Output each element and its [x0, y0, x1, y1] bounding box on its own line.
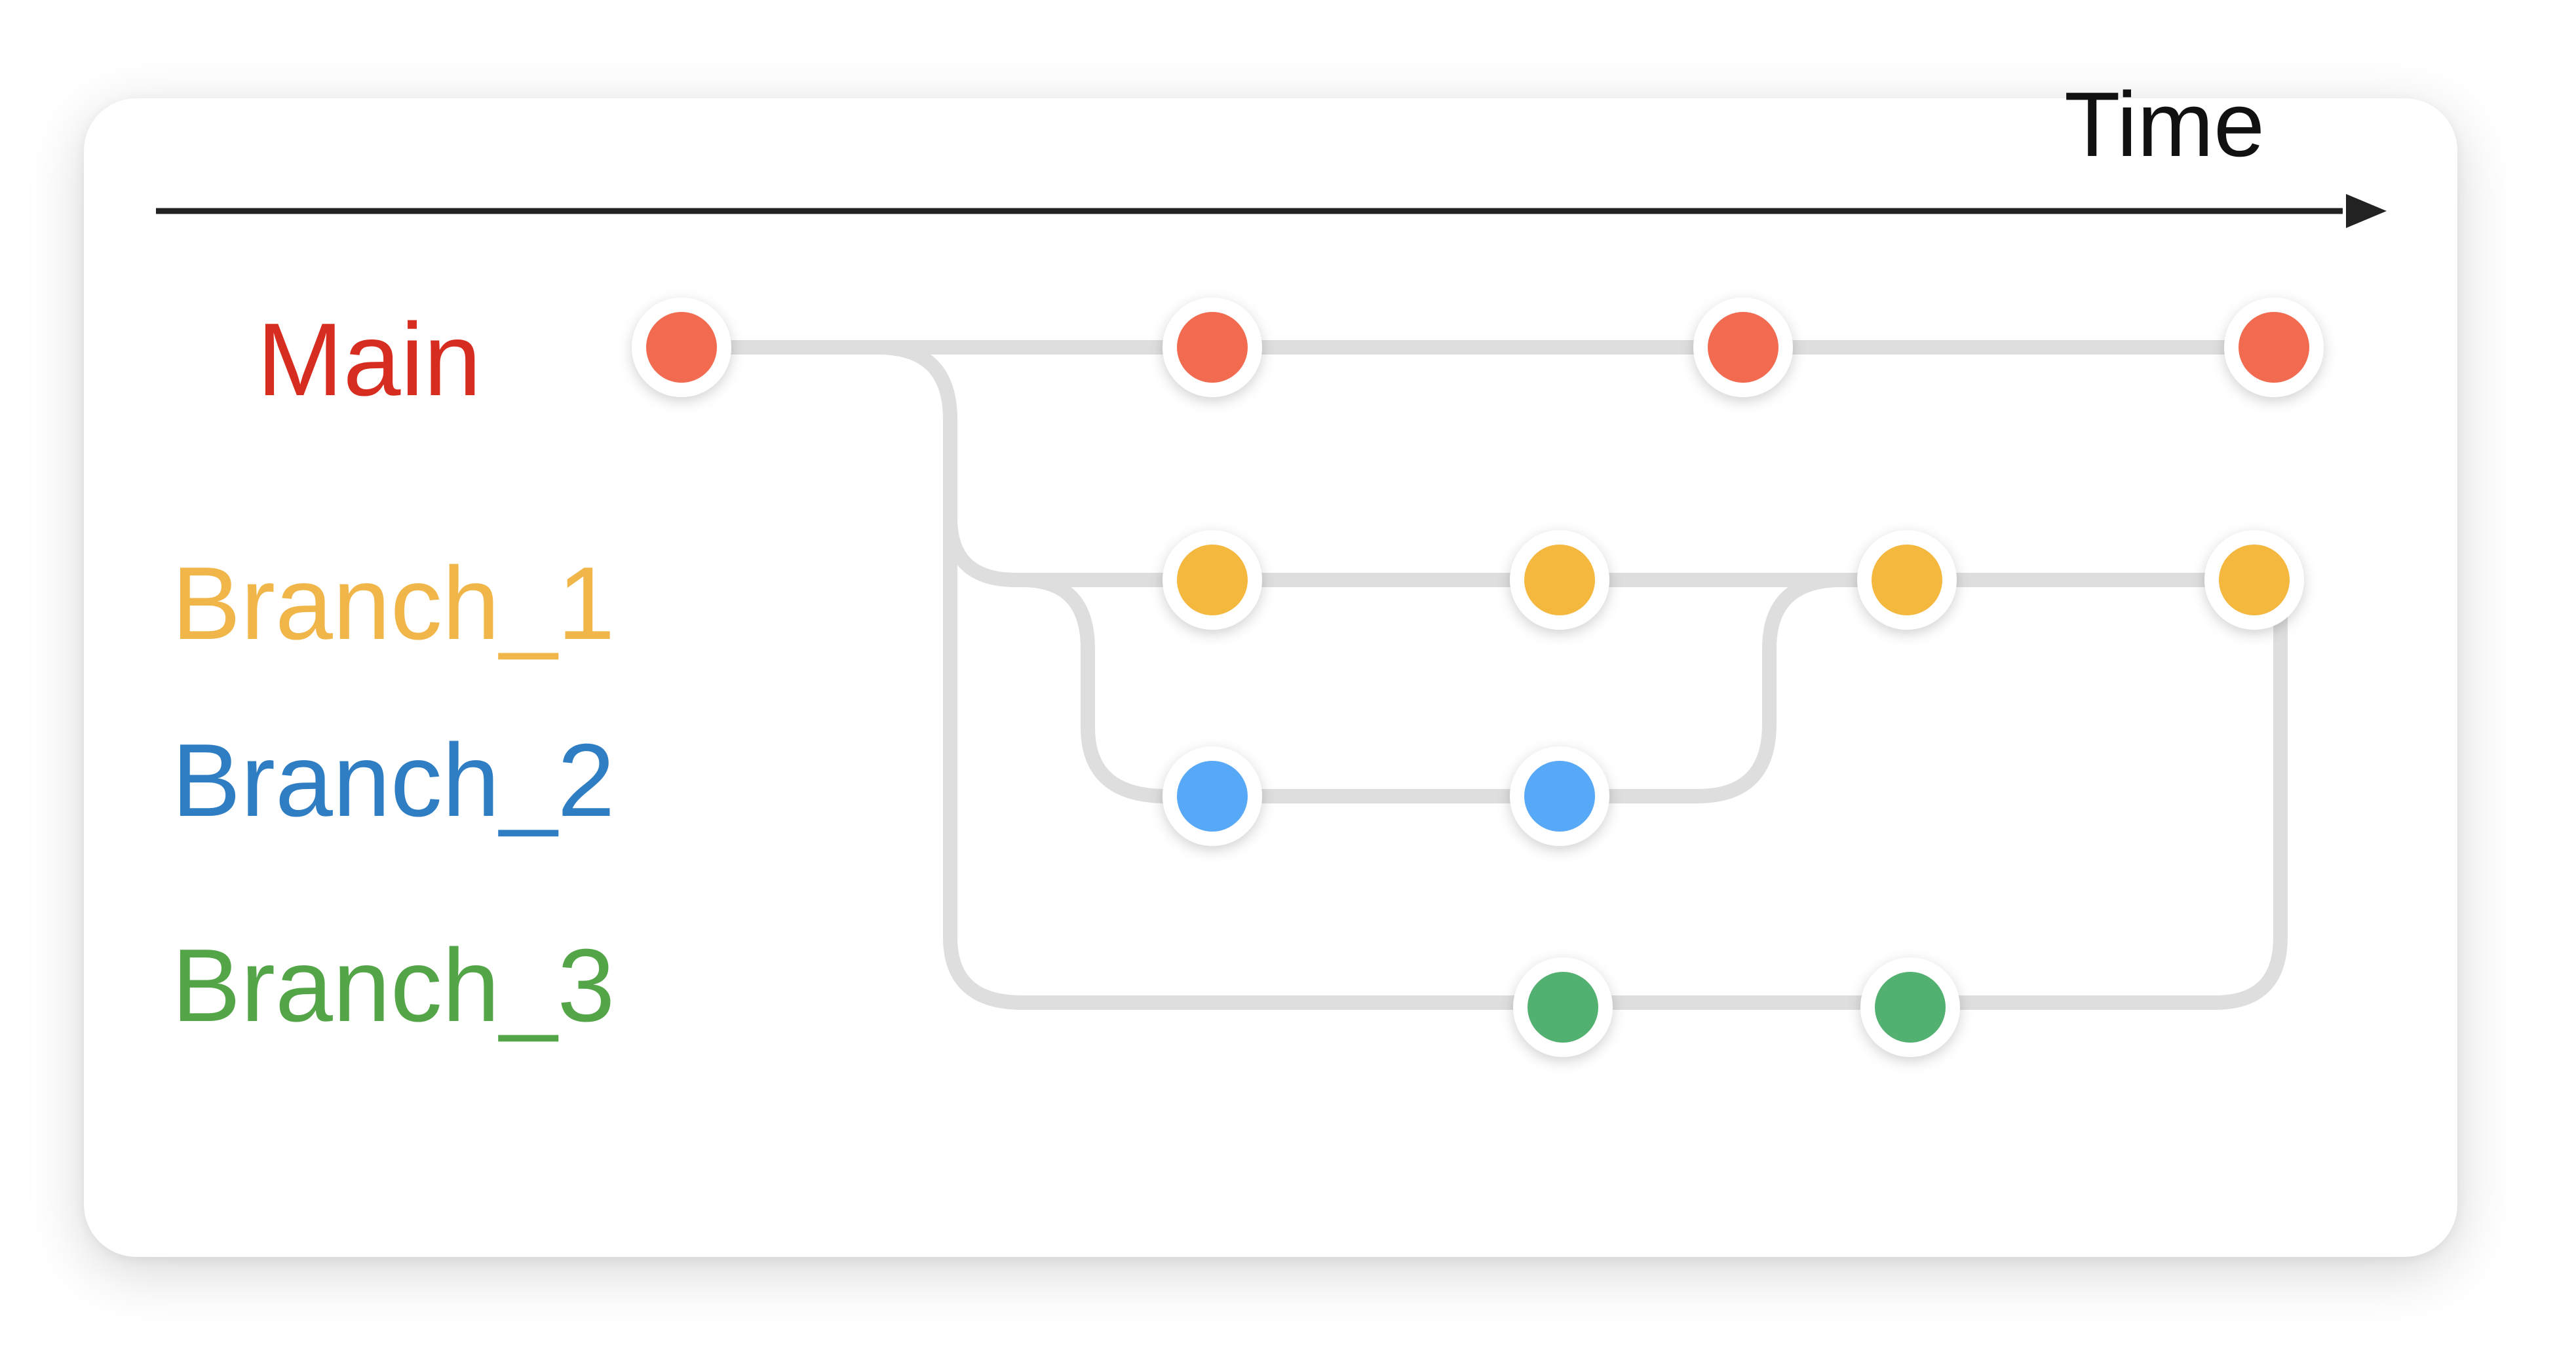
- track-branch-2: [1015, 573, 1849, 803]
- commit-node-branch-3-1: [1513, 957, 1613, 1057]
- commit-node-main-3: [1693, 298, 1793, 397]
- commit-node-branch-1-1: [1163, 530, 1262, 630]
- branch-tracks: [674, 340, 2288, 1010]
- commit-node-dot: [1872, 545, 1942, 615]
- time-axis-label: Time: [2064, 73, 2265, 176]
- commit-node-dot: [2239, 312, 2309, 383]
- commit-node-dot: [1875, 972, 1946, 1043]
- commit-node-dot: [1177, 545, 1248, 615]
- branch-label-branch-1: Branch_1: [172, 546, 615, 661]
- branch-label-branch-3: Branch_3: [172, 928, 615, 1043]
- diagram-card: [84, 98, 2457, 1257]
- track-branch-trunk: [871, 340, 2288, 1010]
- commit-node-branch-1-2: [1510, 530, 1609, 630]
- commit-node-dot: [646, 312, 717, 383]
- commit-node-dot: [2219, 545, 2290, 615]
- commit-node-branch-2-1: [1163, 746, 1262, 846]
- commit-node-dot: [1708, 312, 1778, 383]
- commit-node-main-2: [1163, 298, 1262, 397]
- commit-nodes: [632, 298, 2324, 1057]
- commit-node-main-4: [2224, 298, 2324, 397]
- commit-node-dot: [1177, 312, 1248, 383]
- track-branch-1: [943, 510, 2275, 587]
- time-axis-arrowhead: [2346, 194, 2387, 228]
- commit-node-dot: [1524, 545, 1595, 615]
- commit-node-branch-3-2: [1860, 957, 1960, 1057]
- commit-node-dot: [1177, 761, 1248, 832]
- commit-node-branch-1-4: [2204, 530, 2304, 630]
- commit-node-dot: [1528, 972, 1598, 1043]
- commit-node-main-1: [632, 298, 731, 397]
- commit-node-branch-2-2: [1510, 746, 1609, 846]
- branch-label-branch-2: Branch_2: [172, 723, 615, 838]
- commit-node-branch-1-3: [1857, 530, 1957, 630]
- commit-node-dot: [1524, 761, 1595, 832]
- branch-label-main: Main: [257, 302, 482, 417]
